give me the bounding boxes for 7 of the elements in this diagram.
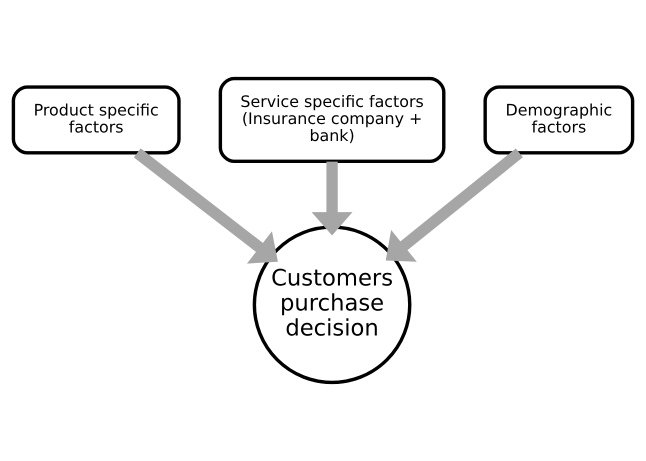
node-circle: Customers purchase decision bbox=[252, 225, 412, 384]
arrow bbox=[312, 162, 352, 236]
node-box: Service specific factors (Insurance company + bank) bbox=[218, 76, 446, 164]
arrow bbox=[386, 148, 523, 262]
node-box: Product specific factors bbox=[12, 85, 181, 155]
arrow bbox=[134, 148, 278, 264]
node-box: Demographic factors bbox=[483, 85, 634, 155]
